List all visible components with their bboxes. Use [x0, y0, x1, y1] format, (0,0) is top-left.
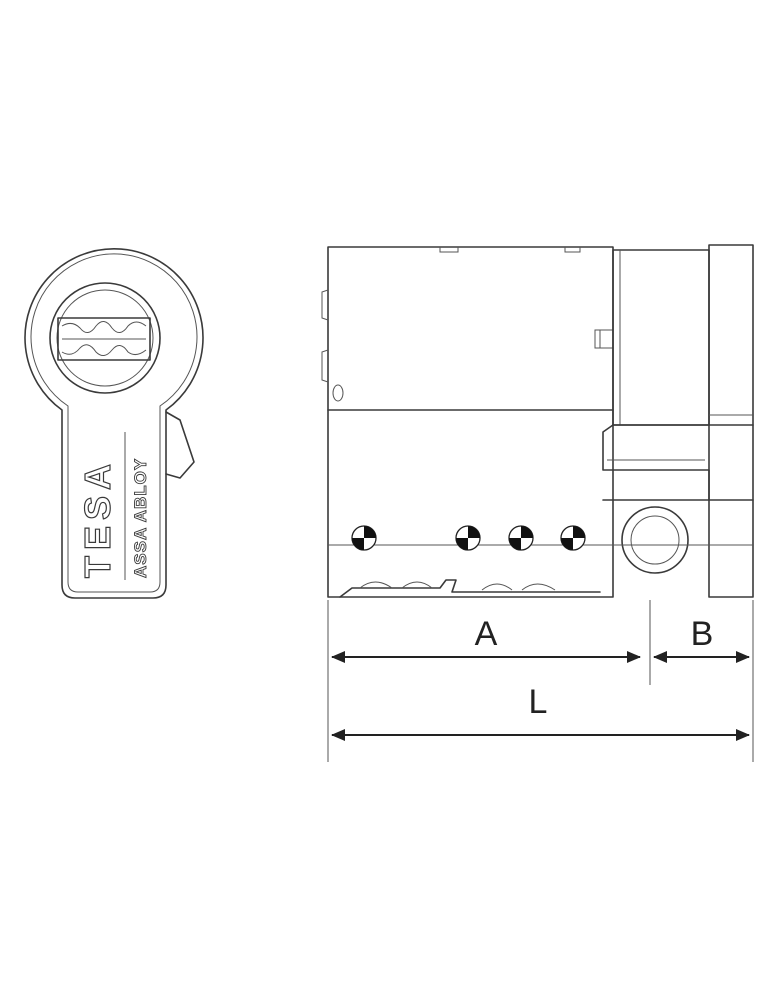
end-cap — [708, 244, 754, 598]
plug-inner-ring — [56, 289, 154, 387]
dimension-l-label: L — [529, 683, 548, 721]
tailpiece-block — [612, 249, 710, 426]
release-button — [621, 506, 689, 574]
pin-marker-3 — [508, 525, 534, 551]
keyway-icon — [57, 317, 151, 361]
cylinder-profile-outline — [24, 247, 204, 599]
pin-marker-1 — [351, 525, 377, 551]
dimension-lines: A B L — [327, 600, 754, 762]
brand-logo: TESA — [77, 458, 118, 578]
brand-subtitle: ASSA ABLOY — [131, 458, 150, 578]
cam-icon — [165, 411, 195, 479]
front-view: TESA ASSA ABLOY — [24, 247, 204, 599]
pin-markers — [351, 525, 586, 551]
plug-outer-ring — [49, 282, 161, 394]
pin-marker-4 — [560, 525, 586, 551]
key-profile — [339, 579, 601, 598]
screw-hole — [332, 384, 344, 402]
dimension-b-label: B — [691, 615, 714, 653]
cylinder-profile-inner — [30, 253, 198, 593]
pin-marker-2 — [455, 525, 481, 551]
side-view — [321, 244, 754, 598]
dimension-a-label: A — [475, 615, 498, 653]
